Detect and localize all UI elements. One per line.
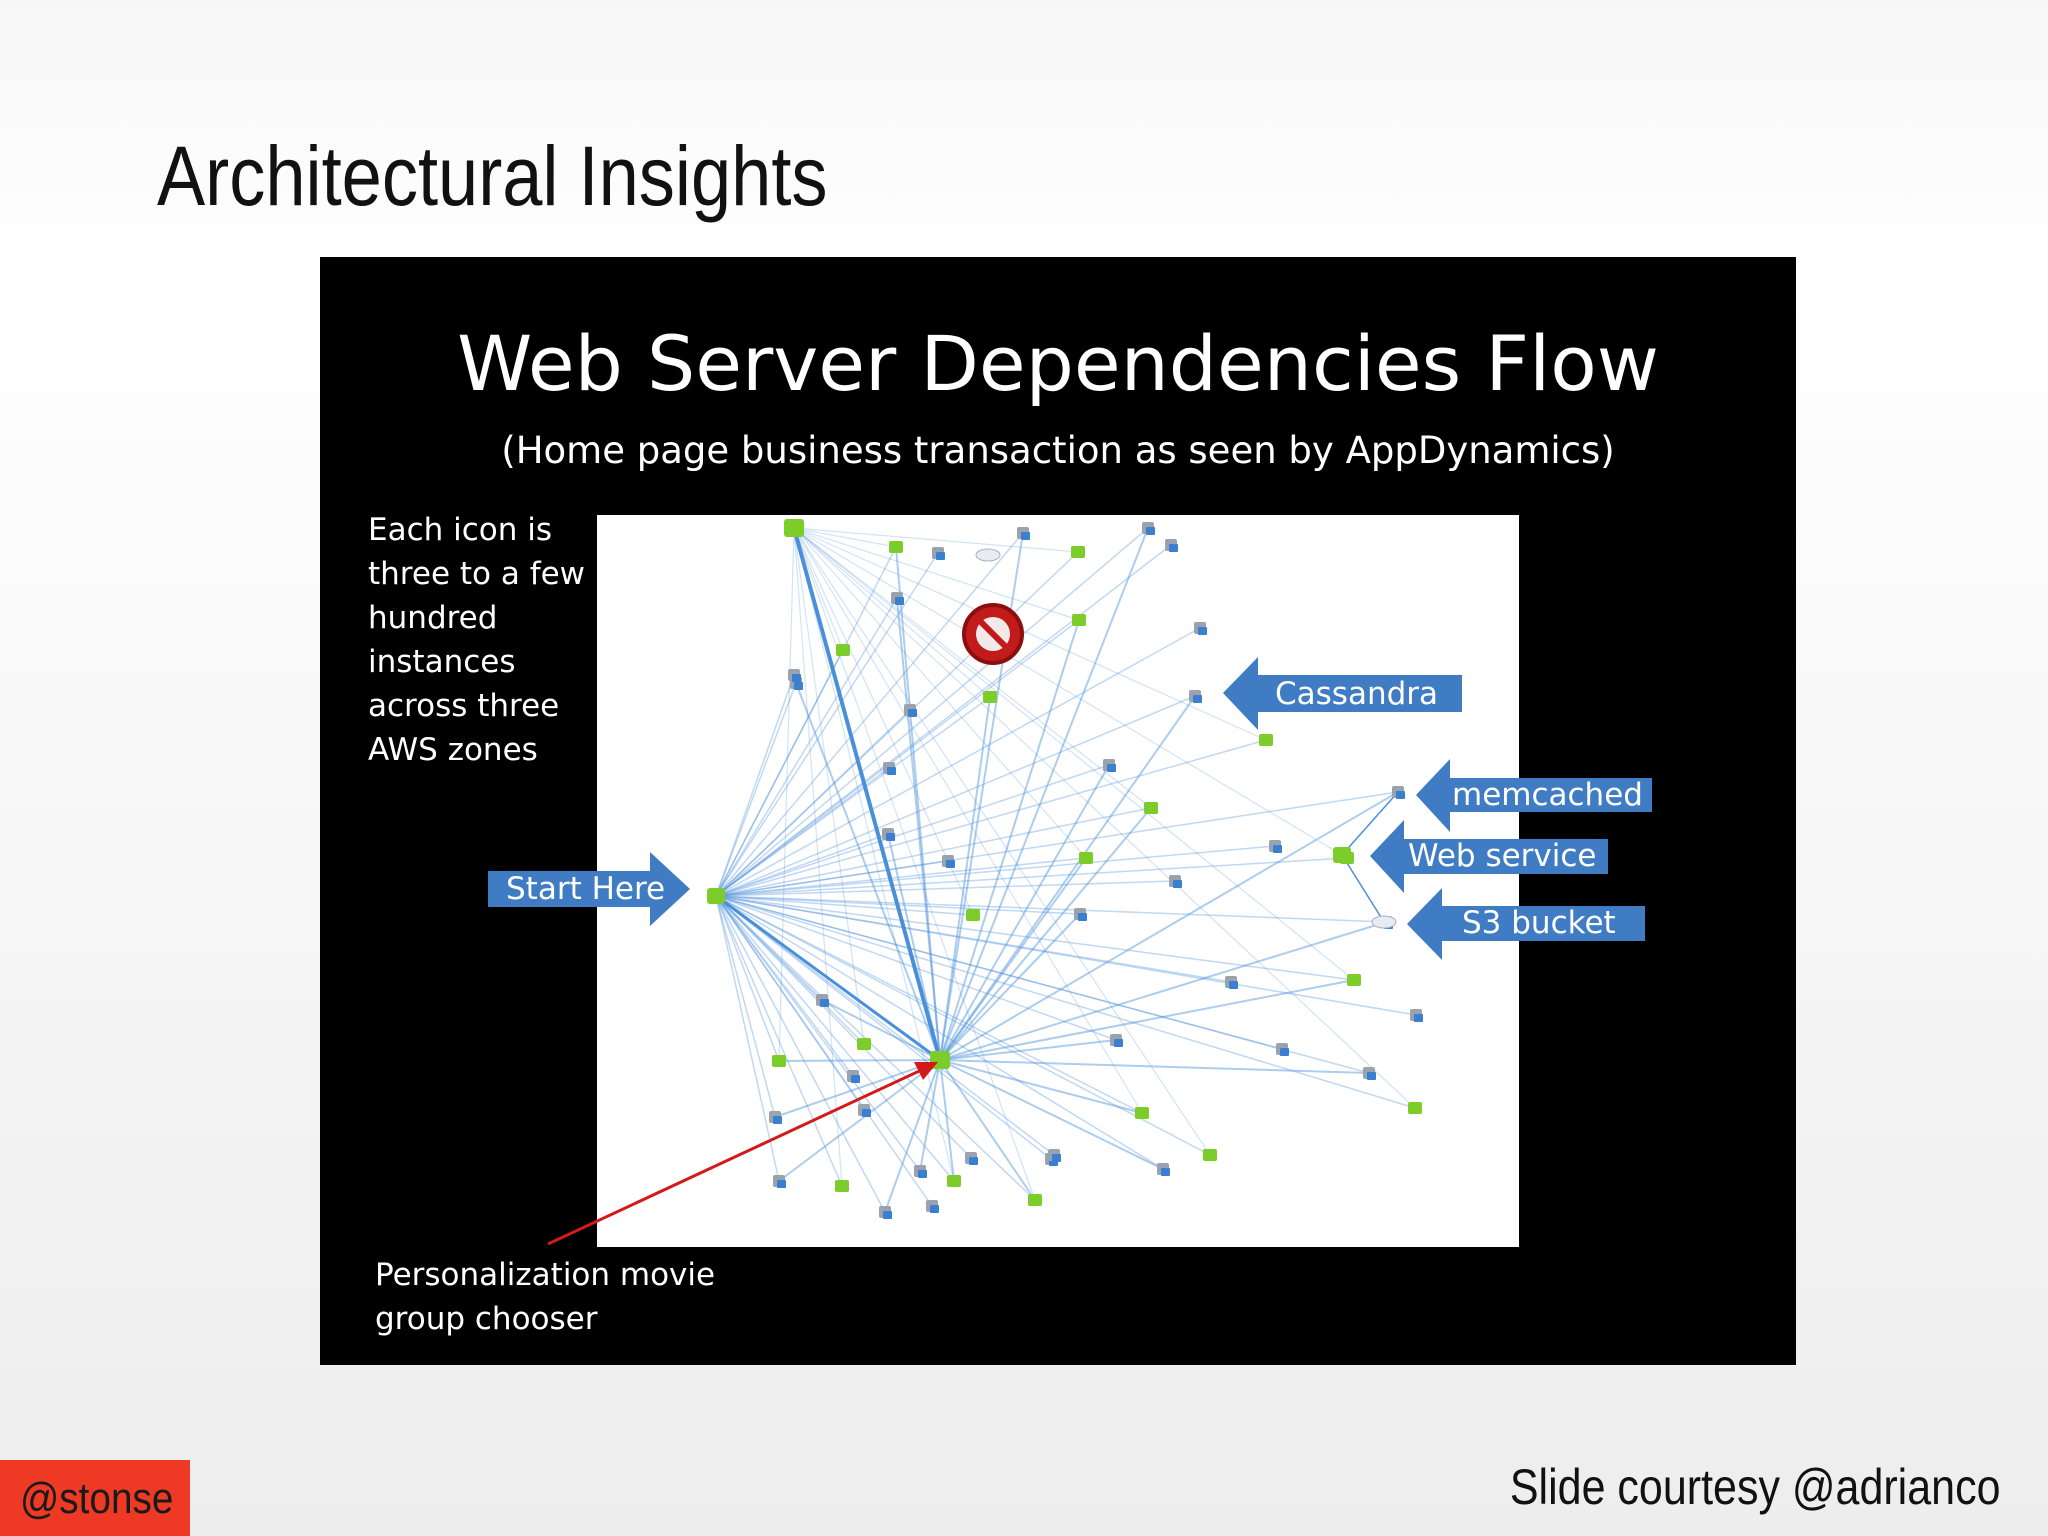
note-line: three to a few <box>368 556 586 592</box>
note-line: Personalization movie <box>375 1257 716 1293</box>
memcached-label: memcached <box>1452 777 1643 813</box>
note-line: AWS zones <box>368 732 538 768</box>
slide-title: Architectural Insights <box>157 129 828 223</box>
diagram-subtitle: (Home page business transaction as seen … <box>501 429 1615 472</box>
s3-bucket-label: S3 bucket <box>1462 905 1616 941</box>
note-line: across three <box>368 688 560 724</box>
twitter-handle: @stonse <box>20 1474 174 1523</box>
start-here-label: Start Here <box>506 871 666 907</box>
dependency-graph-area <box>597 515 1519 1247</box>
note-line: hundred <box>368 600 498 636</box>
note-line: instances <box>368 644 516 680</box>
instance-note: Each icon is three to a few hundred inst… <box>368 508 585 772</box>
personalization-note: Personalization movie group chooser <box>375 1253 715 1341</box>
note-line: Each icon is <box>368 512 553 548</box>
note-line: group chooser <box>375 1301 598 1337</box>
web-service-label: Web service <box>1408 838 1597 874</box>
diagram-title: Web Server Dependencies Flow <box>457 319 1659 408</box>
twitter-handle-badge: @stonse <box>0 1460 190 1536</box>
cassandra-label: Cassandra <box>1275 676 1439 712</box>
slide-credit: Slide courtesy @adrianco <box>1509 1459 2000 1515</box>
